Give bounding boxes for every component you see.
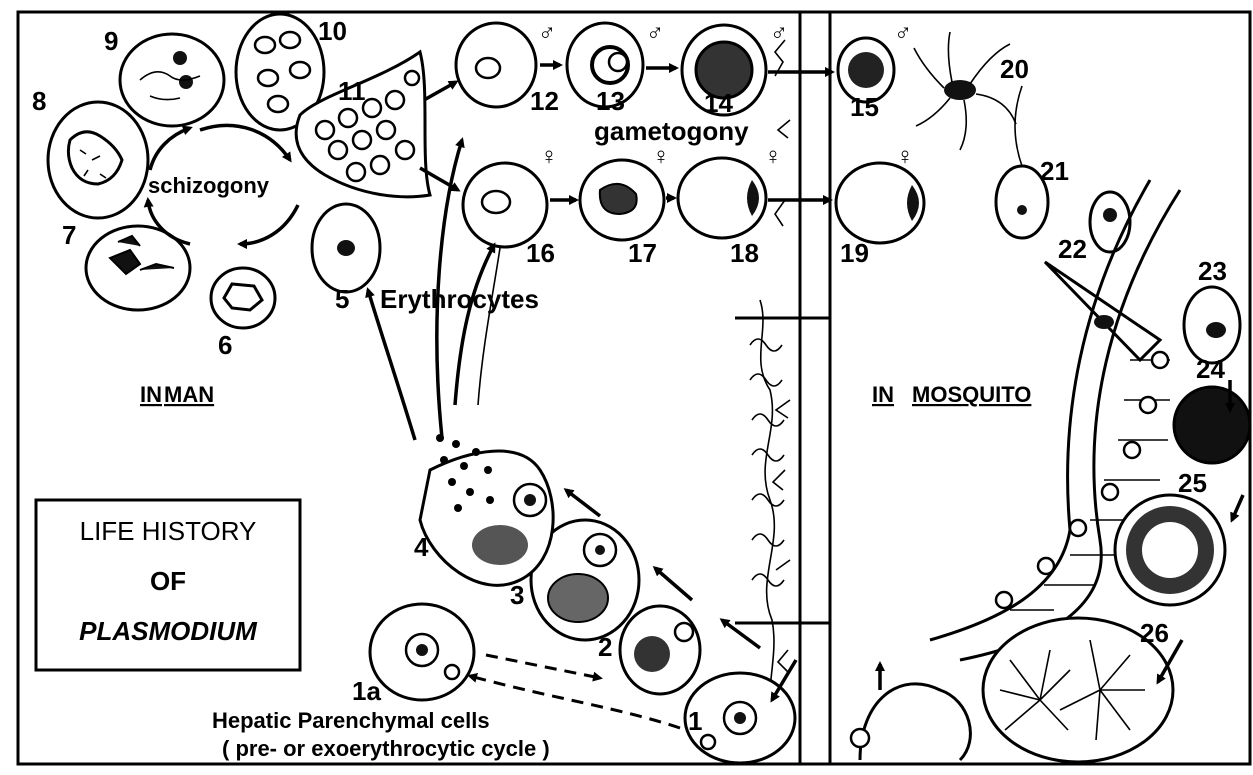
label-15: 15 [850, 92, 879, 122]
female-symbol-19: ♀ [896, 143, 914, 170]
cell-12 [456, 23, 536, 107]
label-25: 25 [1178, 468, 1207, 498]
cell-20-microgametes [914, 32, 1016, 150]
title-line2: OF [150, 566, 186, 596]
label-2: 2 [598, 632, 612, 662]
cell-2 [620, 606, 700, 694]
in-mosquito-label-mosquito: MOSQUITO [912, 382, 1031, 407]
cell-25 [1115, 495, 1225, 605]
label-12: 12 [530, 86, 559, 116]
label-13: 13 [596, 86, 625, 116]
cell-19 [836, 163, 924, 243]
label-26: 26 [1140, 618, 1169, 648]
label-1a: 1a [352, 676, 381, 706]
cell-18 [678, 158, 766, 238]
cell-16 [463, 163, 547, 247]
label-24: 24 [1196, 354, 1225, 384]
label-19: 19 [840, 238, 869, 268]
label-8: 8 [32, 86, 46, 116]
cell-17 [580, 160, 664, 240]
cell-26-oocyst [851, 618, 1173, 762]
cell-5 [312, 204, 380, 292]
in-man-label-man: MAN [164, 382, 214, 407]
label-18: 18 [730, 238, 759, 268]
cell-1a [370, 604, 474, 700]
label-10: 10 [318, 16, 347, 46]
label-21: 21 [1040, 156, 1069, 186]
title-line3: PLASMODIUM [79, 616, 258, 646]
cell-8 [48, 102, 148, 218]
cell-6 [211, 268, 275, 328]
schizogony-label: schizogony [148, 173, 270, 198]
male-symbol-14: ♂ [770, 19, 788, 46]
in-mosquito-label-in: IN [872, 382, 894, 407]
cell-24 [1174, 387, 1250, 463]
title-line1: LIFE HISTORY [80, 516, 257, 546]
female-symbol-18: ♀ [764, 143, 782, 170]
label-23: 23 [1198, 256, 1227, 286]
hepatic-label-line1: Hepatic Parenchymal cells [212, 708, 490, 733]
hepatic-label-line2: ( pre- or exoerythrocytic cycle ) [222, 736, 550, 761]
cell-9 [120, 34, 224, 126]
label-20: 20 [1000, 54, 1029, 84]
label-16: 16 [526, 238, 555, 268]
label-22: 22 [1058, 234, 1087, 264]
in-man-label-in: IN [140, 382, 162, 407]
label-4: 4 [414, 532, 429, 562]
male-symbol-15: ♂ [894, 19, 912, 46]
male-symbol-13: ♂ [646, 19, 664, 46]
label-14: 14 [704, 88, 733, 118]
gametogony-label: gametogony [594, 116, 749, 146]
label-11: 11 [338, 76, 366, 106]
label-3: 3 [510, 580, 524, 610]
label-9: 9 [104, 26, 118, 56]
female-symbol-17: ♀ [652, 143, 670, 170]
label-1: 1 [688, 706, 702, 736]
male-symbol-12: ♂ [538, 19, 556, 46]
label-5: 5 [335, 284, 349, 314]
cell-23 [1184, 287, 1240, 363]
gut-wall [735, 12, 830, 764]
label-7: 7 [62, 220, 76, 250]
label-17: 17 [628, 238, 657, 268]
label-6: 6 [218, 330, 232, 360]
female-symbol-16: ♀ [540, 143, 558, 170]
erythrocytes-label: Erythrocytes [380, 284, 539, 314]
